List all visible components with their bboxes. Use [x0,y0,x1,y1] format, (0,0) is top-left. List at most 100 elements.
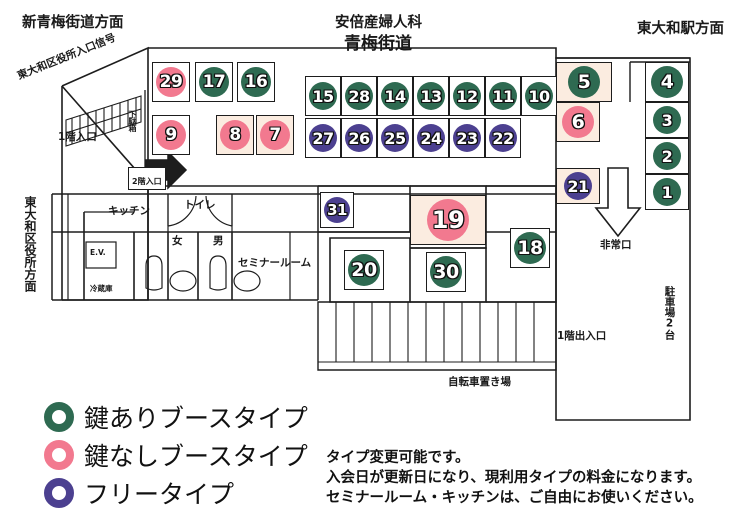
booth-cell-4[interactable]: 4 [645,62,689,102]
booth-marker-20: 20 [348,254,380,286]
notes-block: タイプ変更可能です。入会日が更新日になり、現利用タイプの料金になります。セミナー… [326,448,703,508]
booth-number-19: 19 [431,206,465,234]
booth-number-29: 29 [159,72,183,92]
label-higashiyamato-station: 東大和駅方面 [637,21,724,37]
booth-cell-6[interactable]: 6 [556,102,600,142]
label-ward-office-direction: 東大和区役所方面 [23,196,37,292]
label-women-toilet: 女 [172,235,183,247]
booth-cell-5[interactable]: 5 [556,62,612,102]
booth-marker-23: 23 [453,124,481,152]
booth-number-23: 23 [456,128,478,148]
booth-number-5: 5 [577,71,591,93]
booth-number-9: 9 [165,125,177,145]
booth-cell-13[interactable]: 13 [413,76,449,116]
booth-cell-18[interactable]: 18 [510,228,550,268]
booth-number-6: 6 [571,111,585,133]
booth-cell-9[interactable]: 9 [152,115,190,155]
booth-cell-16[interactable]: 16 [237,62,275,102]
label-shoe-rack: 下駄箱 [128,110,137,131]
booth-number-8: 8 [229,125,241,145]
booth-cell-31[interactable]: 31 [320,192,354,228]
booth-cell-11[interactable]: 11 [485,76,521,116]
booth-number-27: 27 [312,128,334,148]
booth-number-7: 7 [269,125,281,145]
booth-cell-10[interactable]: 10 [521,76,557,116]
booth-marker-27: 27 [309,124,337,152]
legend-item-purple: フリータイプ [44,474,364,512]
legend-label-green: 鍵ありブースタイプ [84,404,308,433]
booth-marker-1: 1 [653,178,681,206]
booth-marker-29: 29 [156,67,186,97]
booth-number-22: 22 [492,128,514,148]
booth-number-11: 11 [492,86,514,106]
booth-marker-31: 31 [324,197,350,223]
booth-number-30: 30 [433,261,459,283]
booth-cell-8[interactable]: 8 [216,115,254,155]
booth-marker-3: 3 [653,106,681,134]
booth-number-15: 15 [312,86,334,106]
booth-cell-12[interactable]: 12 [449,76,485,116]
booth-marker-12: 12 [453,82,481,110]
booth-cell-28[interactable]: 28 [341,76,377,116]
booth-number-13: 13 [420,86,442,106]
booth-cell-2[interactable]: 2 [645,138,689,174]
booth-number-16: 16 [244,72,268,92]
booth-number-14: 14 [384,86,406,106]
booth-cell-26[interactable]: 26 [341,118,377,158]
booth-cell-23[interactable]: 23 [449,118,485,158]
booth-number-17: 17 [202,72,226,92]
label-toilet: トイレ [184,199,216,211]
booth-number-26: 26 [348,128,370,148]
booth-cell-30[interactable]: 30 [426,252,466,292]
booth-marker-9: 9 [156,120,186,150]
booth-cell-19[interactable]: 19 [410,195,486,245]
booth-marker-25: 25 [381,124,409,152]
booth-cell-7[interactable]: 7 [256,115,294,155]
booth-cell-14[interactable]: 14 [377,76,413,116]
booth-cell-20[interactable]: 20 [344,250,384,290]
booth-marker-16: 16 [241,67,271,97]
label-exit-1f: 1階出入口 [557,330,607,342]
booth-marker-10: 10 [525,82,553,110]
booth-number-28: 28 [348,86,370,106]
booth-marker-22: 22 [489,124,517,152]
booth-marker-8: 8 [220,120,250,150]
booth-marker-17: 17 [199,67,229,97]
booth-marker-18: 18 [514,232,546,264]
label-bicycle-parking: 自転車置き場 [448,376,511,388]
booth-number-24: 24 [420,128,442,148]
booth-marker-24: 24 [417,124,445,152]
label-elevator: E.V. [90,248,106,257]
booth-cell-24[interactable]: 24 [413,118,449,158]
booth-number-12: 12 [456,86,478,106]
booth-marker-7: 7 [260,120,290,150]
booth-marker-28: 28 [345,82,373,110]
booth-number-2: 2 [661,146,673,166]
booth-marker-26: 26 [345,124,373,152]
booth-cell-1[interactable]: 1 [645,174,689,210]
legend-swatch-pink-icon [44,440,74,470]
label-entrance-2f: 2階入口 [132,177,162,186]
booth-number-1: 1 [661,182,673,202]
booth-cell-15[interactable]: 15 [305,76,341,116]
legend-swatch-purple-icon [44,478,74,508]
booth-cell-29[interactable]: 29 [152,62,190,102]
label-kitchen: キッチン [108,205,150,217]
booth-cell-3[interactable]: 3 [645,102,689,138]
booth-number-20: 20 [351,259,377,281]
booth-marker-2: 2 [653,142,681,170]
label-shin-ome-kaido: 新青梅街道方面 [22,15,124,31]
booth-cell-25[interactable]: 25 [377,118,413,158]
legend-item-green: 鍵ありブースタイプ [44,398,364,436]
label-ome-kaido: 青梅街道 [344,34,412,54]
booth-marker-21: 21 [564,172,592,200]
booth-marker-30: 30 [430,256,462,288]
booth-cell-27[interactable]: 27 [305,118,341,158]
booth-marker-6: 6 [562,106,594,138]
booth-cell-17[interactable]: 17 [195,62,233,102]
booth-cell-21[interactable]: 21 [556,168,600,204]
booth-number-18: 18 [517,237,543,259]
booth-cell-22[interactable]: 22 [485,118,521,158]
booth-number-21: 21 [567,176,589,196]
